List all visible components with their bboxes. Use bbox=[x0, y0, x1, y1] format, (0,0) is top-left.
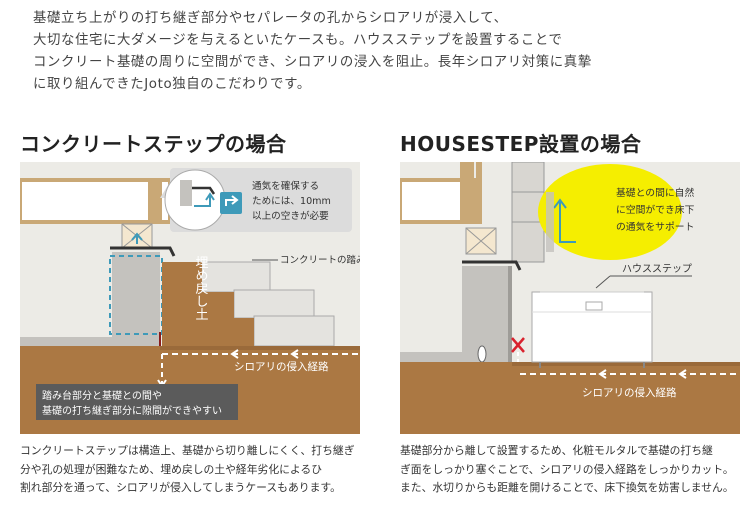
wall-post bbox=[148, 180, 162, 222]
housestep-title: HOUSESTEP設置の場合 bbox=[400, 132, 642, 156]
flashing bbox=[110, 246, 176, 257]
intro-line-2: 大切な住宅に大ダメージを与えるといたケースも。ハウスステップを設置することで bbox=[33, 33, 563, 48]
mortar-coat bbox=[508, 266, 512, 366]
wall-post bbox=[460, 162, 474, 224]
intro-text: 基礎立ち上がりの打ち継ぎ部分やセパレータの孔からシロアリが浸入して、 大切な住宅… bbox=[33, 8, 723, 96]
housestep-label: ハウスステップ bbox=[622, 263, 692, 275]
left-caption-line-1: コンクリートステップは構造上、基礎から切り離しにくく、打ち継ぎ bbox=[20, 444, 355, 457]
backfill-soil bbox=[162, 262, 254, 346]
step-label: コンクリートの踏み台 bbox=[280, 254, 360, 266]
warning-line-2: 基礎の打ち継ぎ部分に隙間ができやすい bbox=[42, 404, 222, 417]
step-top bbox=[199, 261, 271, 293]
intro-line-3: コンクリート基礎の周りに空間ができ、シロアリの浸入を阻止。長年シロアリ対策に真摯 bbox=[33, 55, 592, 70]
foundation bbox=[112, 252, 160, 352]
right-bubble-line-3: の通気をサポート bbox=[616, 220, 694, 233]
right-bubble-line-1: 基礎との間に自然 bbox=[616, 186, 694, 199]
concrete-step-caption: コンクリートステップは構造上、基礎から切り離しにくく、打ち継ぎ 分や孔の処理が困… bbox=[20, 442, 365, 498]
wall-frame bbox=[20, 178, 172, 224]
warning-line-1: 踏み台部分と基礎との間や bbox=[42, 389, 162, 402]
blocked-x-icon bbox=[511, 337, 525, 353]
step-bottom bbox=[253, 315, 335, 347]
flashing bbox=[462, 260, 522, 271]
right-caption-line-2: ぎ面をしっかり塞ぐことで、シロアリの侵入経路をしっかりカット。 bbox=[400, 462, 734, 476]
ground-soil bbox=[400, 362, 740, 434]
intro-line-1: 基礎立ち上がりの打ち継ぎ部分やセパレータの孔からシロアリが浸入して、 bbox=[33, 11, 508, 26]
warning-box bbox=[36, 384, 238, 420]
right-caption-line-3: また、水切りからも距離を開けることで、床下換気を妨害しません。 bbox=[400, 481, 734, 494]
zoom-circle bbox=[164, 169, 226, 231]
housestep-product bbox=[531, 291, 653, 363]
air-flow-icon bbox=[220, 192, 242, 214]
backfill-soil-label: 埋め戻し土 bbox=[193, 256, 209, 321]
right-caption-line-1: 基礎部分から離して設置するため、化粧モルタルで基礎の打ち継 bbox=[400, 444, 713, 457]
left-bubble-line-3: 以上の空きが必要 bbox=[252, 210, 329, 222]
housestep-diagram: ハウスステップ シロアリの侵入経路 基礎との間に自然 に空間ができ床下 の通気を… bbox=[400, 162, 740, 434]
intrusion-route-label: シロアリの侵入経路 bbox=[234, 360, 329, 373]
left-bubble-line-2: ためには、10mm bbox=[252, 196, 331, 207]
intro-line-4: に取り組んできたJoto独自のこだわりです。 bbox=[33, 77, 311, 92]
concrete-step-title: コンクリートステップの場合 bbox=[20, 132, 287, 156]
air-arrow-icon bbox=[131, 232, 143, 244]
step-middle bbox=[233, 289, 315, 319]
intrusion-route-label: シロアリの侵入経路 bbox=[582, 386, 677, 399]
info-bubble bbox=[538, 164, 682, 260]
concrete-step-diagram: 埋め戻し土 コンクリートの踏み台 シロアリの侵入経路 踏み台部分と基礎との間や … bbox=[20, 162, 360, 434]
left-caption-line-2: 分や孔の処理が困難なため、埋め戻しの土や経年劣化によるひ bbox=[20, 462, 322, 476]
housestep-caption: 基礎部分から離して設置するため、化粧モルタルで基礎の打ち継 ぎ面をしっかり塞ぐこ… bbox=[400, 442, 745, 498]
right-bubble-line-2: に空間ができ床下 bbox=[616, 203, 695, 216]
left-caption-line-3: 割れ部分を通って、シロアリが侵入してしまうケースもあります。 bbox=[20, 481, 341, 494]
housestep-logo-plate bbox=[585, 301, 603, 311]
left-bubble-line-1: 通気を確保する bbox=[252, 180, 319, 192]
air-arrow-icon bbox=[553, 198, 567, 209]
separator-icon bbox=[477, 345, 487, 363]
